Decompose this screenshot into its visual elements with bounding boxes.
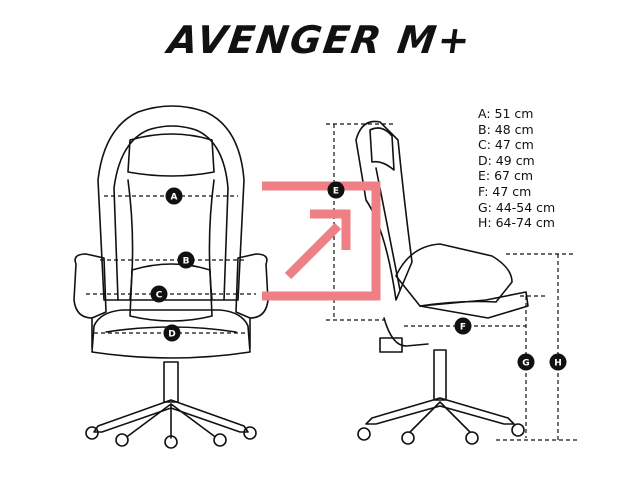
svg-text:A: A: [171, 193, 178, 203]
marker-c: C: [150, 285, 168, 303]
spec-e: E: 67 cm: [478, 168, 534, 184]
svg-text:B: B: [183, 257, 190, 267]
front-view-chair: [73, 105, 269, 449]
spec-g: G: 44-54 cm: [478, 199, 556, 215]
marker-a: A: [165, 187, 183, 205]
side-view-chair: [355, 120, 529, 445]
spec-f: F: 47 cm: [478, 183, 532, 199]
dimension-spec-list: A: 51 cm B: 48 cm C: 47 cm D: 49 cm E: 6…: [478, 106, 555, 231]
marker-f: F: [454, 317, 472, 335]
spec-d: D: 49 cm: [478, 152, 535, 168]
svg-text:F: F: [460, 323, 466, 333]
marker-e: E: [327, 181, 345, 199]
marker-g: G: [517, 353, 535, 371]
marker-h: H: [549, 353, 567, 371]
svg-text:H: H: [554, 359, 562, 369]
spec-h: H: 64-74 cm: [478, 215, 555, 231]
spec-b: B: 48 cm: [478, 121, 534, 137]
marker-b: B: [177, 251, 195, 269]
svg-text:E: E: [333, 187, 339, 197]
marker-d: D: [163, 324, 181, 342]
spec-c: C: 47 cm: [478, 137, 534, 153]
arrow-up-right-in-square-icon: [262, 181, 381, 301]
svg-text:G: G: [522, 359, 529, 369]
svg-text:D: D: [168, 330, 175, 340]
spec-a: A: 51 cm: [478, 106, 534, 121]
svg-text:C: C: [156, 291, 163, 301]
